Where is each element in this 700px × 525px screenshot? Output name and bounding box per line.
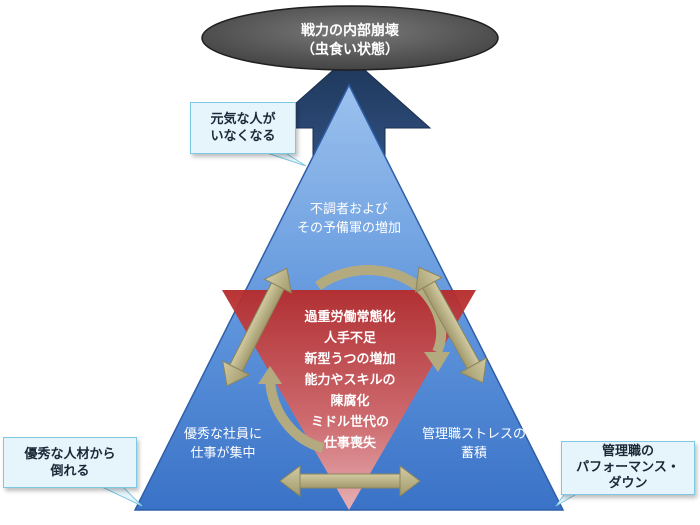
double-arrow-bottom [279,465,421,497]
label-bottom-left-line1: 優秀な社員に [184,426,262,442]
cycle-arrow-left [265,379,325,453]
top-ellipse [201,5,499,71]
top-ellipse-line1: 戦力の内部崩壊 [301,22,400,39]
center-item-6: ミドル世代の [311,414,389,430]
top-ellipse-line2: （虫食い状態） [301,41,399,58]
center-item-5: 陳腐化 [330,393,369,409]
label-bottom-left-line2: 仕事が集中 [190,445,255,461]
double-arrow-left [222,267,292,387]
callout-bottom-left: 優秀な人材から 倒れる [3,437,137,488]
label-top-line1: 不調者および [310,202,388,217]
cycle-arrow-left-head [258,366,282,384]
callout-bottom-right: 管理職の パフォーマンス・ ダウン [561,441,695,495]
label-bottom-right-line2: 蓄積 [461,446,487,461]
center-item-1: 過重労働常態化 [303,309,395,325]
cycle-arrow-right-head [424,352,450,372]
center-item-2: 人手不足 [324,330,377,346]
inner-red-triangle [222,290,476,510]
callout-top-left-tail [263,151,307,167]
label-top-line2: その予備軍の増加 [297,220,401,236]
center-item-4: 能力やスキルの [304,372,395,388]
double-arrow-right [414,266,488,384]
callout-bottom-left-tail [99,485,143,507]
center-item-3: 新型うつの増加 [304,351,395,367]
label-bottom-right-line1: 管理職ストレスの [422,427,526,442]
center-item-7: 仕事喪失 [323,435,377,451]
callout-top-left: 元気な人が いなくなる [190,102,296,154]
